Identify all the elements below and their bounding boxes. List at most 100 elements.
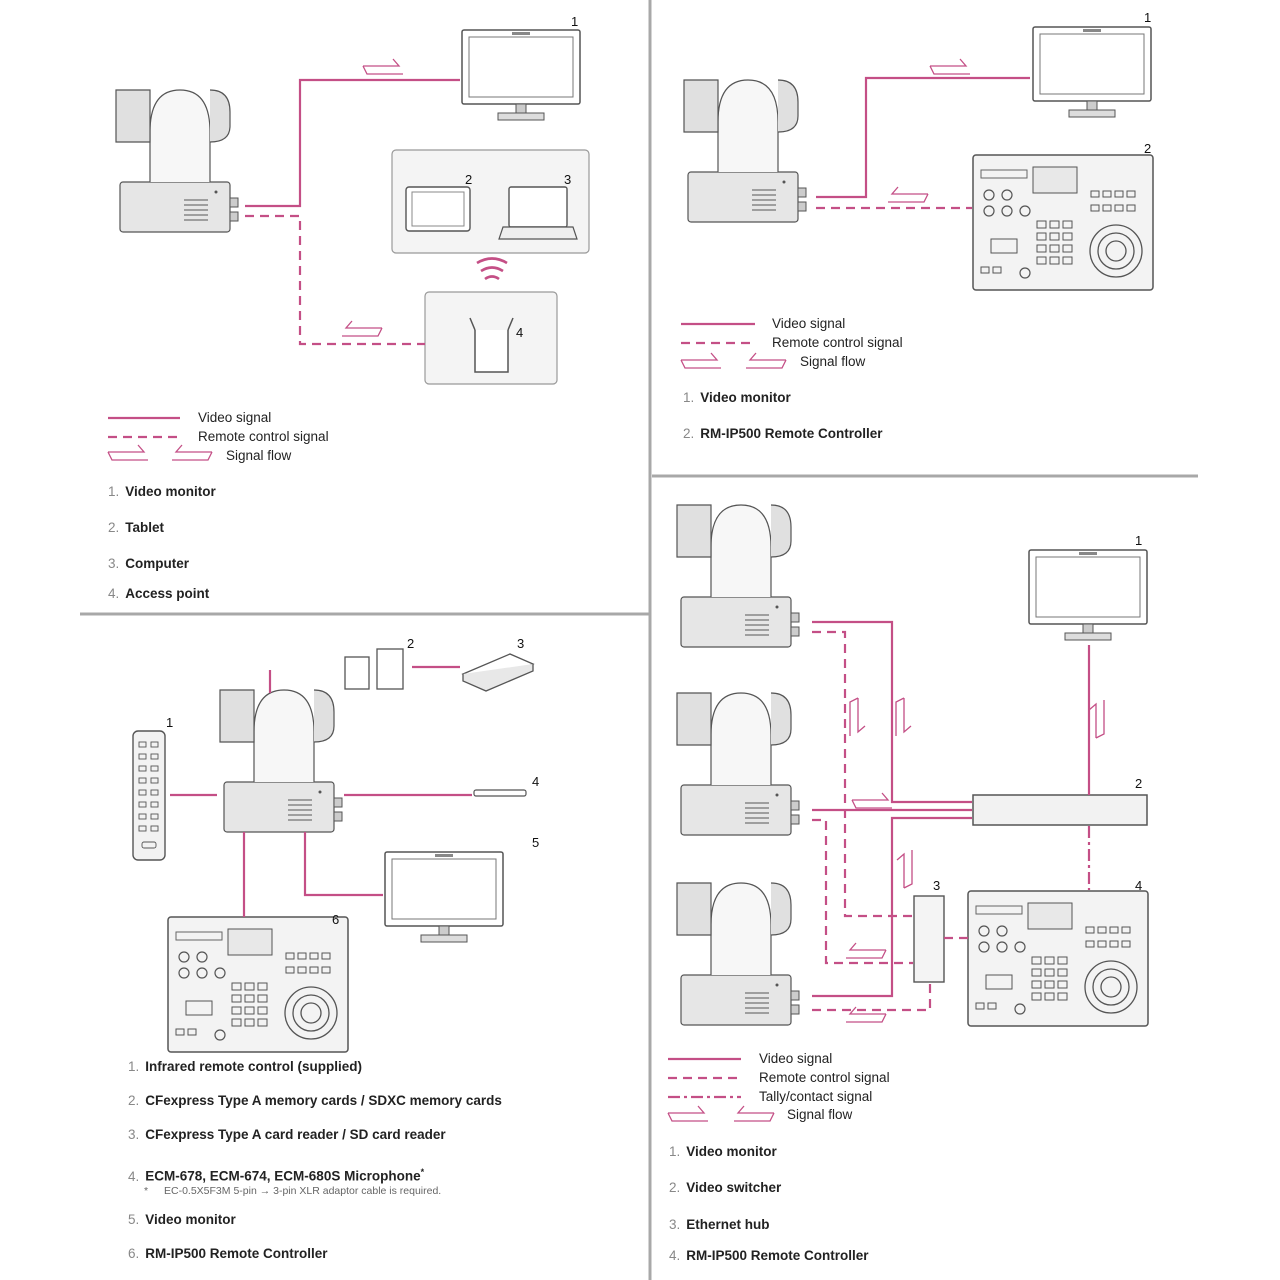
label-number: 3 [517, 636, 525, 651]
list-item: 5. Video monitor [128, 1212, 236, 1228]
panel-dividers [80, 0, 1198, 1280]
wireless-icon [476, 257, 508, 281]
item-text: Computer [125, 556, 190, 571]
item-text: Video monitor [686, 1144, 777, 1159]
label-number: 4 [532, 774, 540, 789]
legend-video: Video signal [198, 410, 272, 425]
computer-icon [498, 186, 578, 240]
item-number: 6. [128, 1246, 140, 1261]
item-number: 5. [128, 1212, 140, 1227]
remote-line [245, 214, 425, 346]
item-number: 2. [128, 1093, 140, 1108]
remote-controller [167, 916, 349, 1053]
footnote-mark: * [420, 1167, 425, 1177]
card-reader-icon [461, 653, 535, 692]
legend-tally: Tally/contact signal [759, 1089, 873, 1104]
list-item: 2. Tablet [108, 520, 164, 536]
item-number: 3. [108, 556, 120, 571]
tablet-icon [405, 186, 471, 232]
item-text: CFexpress Type A card reader / SD card r… [145, 1127, 446, 1142]
legend-video: Video signal [759, 1051, 833, 1066]
footnote-mark: * [144, 1185, 149, 1197]
item-text: Video monitor [125, 484, 216, 499]
legend-flow: Signal flow [800, 354, 866, 369]
list-item: 1. Video monitor [683, 390, 791, 406]
list-item: 6. RM-IP500 Remote Controller [128, 1246, 328, 1262]
ptz-camera-1 [676, 504, 800, 648]
legend-remote: Remote control signal [772, 335, 903, 350]
ptz-camera [683, 79, 807, 223]
item-text: RM-IP500 Remote Controller [145, 1246, 328, 1261]
legend-video: Video signal [772, 316, 846, 331]
video-switcher [972, 794, 1148, 826]
item-number: 1. [128, 1059, 140, 1074]
item-text: Video monitor [145, 1212, 236, 1227]
list-item: 2. Video switcher [669, 1180, 781, 1196]
remote-controller [967, 890, 1149, 1027]
legend-remote: Remote control signal [198, 429, 329, 444]
item-number: 4. [669, 1248, 681, 1263]
label-number: 1 [1144, 10, 1152, 25]
item-text: Video monitor [700, 390, 791, 405]
list-item: 4.ECM-678, ECM-674, ECM-680S Microphone* [128, 1164, 424, 1185]
item-number: 4. [108, 586, 120, 601]
item-text: Ethernet hub [686, 1217, 770, 1232]
label-number: 3 [933, 878, 941, 893]
label-number: 1 [571, 14, 579, 29]
label-number: 4 [516, 325, 524, 340]
item-number: 1. [108, 484, 120, 499]
label-number: 3 [564, 172, 572, 187]
list-item: 3. Ethernet hub [669, 1217, 770, 1233]
ptz-camera [115, 89, 239, 233]
panel-d-diagram [667, 504, 1149, 1122]
label-number: 6 [332, 912, 340, 927]
footnote-text: EC-0.5X5F3M 5-pin → 3-pin XLR adaptor ca… [164, 1185, 442, 1197]
label-number: 2 [407, 636, 415, 651]
item-text: RM-IP500 Remote Controller [700, 426, 883, 441]
item-number: 2. [108, 520, 120, 535]
label-number: 4 [1135, 878, 1143, 893]
label-number: 2 [465, 172, 473, 187]
video-monitor [1032, 26, 1152, 118]
item-text: Tablet [125, 520, 165, 535]
label-number: 2 [1144, 141, 1152, 156]
item-text: CFexpress Type A memory cards / SDXC mem… [145, 1093, 502, 1108]
item-number: 1. [669, 1144, 681, 1159]
panel-a-diagram [107, 29, 590, 461]
list-item: 3. Computer [108, 556, 189, 572]
ptz-camera-2 [676, 692, 800, 836]
legend-flow: Signal flow [787, 1107, 853, 1122]
video-line [245, 78, 460, 208]
ptz-camera [219, 689, 343, 833]
list-item: 2. CFexpress Type A memory cards / SDXC m… [128, 1093, 502, 1109]
label-number: 5 [532, 835, 540, 850]
item-number: 2. [669, 1180, 681, 1195]
video-monitor [1028, 549, 1148, 641]
item-number: 2. [683, 426, 695, 441]
list-item: 3. CFexpress Type A card reader / SD card… [128, 1127, 446, 1143]
list-item: 1. Video monitor [669, 1144, 777, 1160]
ptz-camera-3 [676, 882, 800, 1026]
label-number: 2 [1135, 776, 1143, 791]
legend-remote: Remote control signal [759, 1070, 890, 1085]
label-number: 1 [166, 715, 174, 730]
list-item: 4.Access point [108, 586, 209, 602]
item-text: RM-IP500 Remote Controller [686, 1248, 869, 1263]
item-number: 4. [128, 1168, 140, 1184]
list-item: 1. Video monitor [108, 484, 216, 500]
panel-b-diagram [680, 26, 1154, 369]
video-monitor [384, 851, 504, 943]
item-number: 3. [128, 1127, 140, 1142]
video-monitor [461, 29, 581, 121]
panel-c-diagram [132, 648, 535, 1053]
item-number: 1. [683, 390, 695, 405]
list-item: 2. RM-IP500 Remote Controller [683, 426, 883, 442]
access-point-icon [469, 317, 514, 373]
remote-controller [972, 154, 1154, 291]
list-item: 1. Infrared remote control (supplied) [128, 1059, 362, 1075]
memory-card-icon [344, 648, 404, 690]
item-number: 3. [669, 1217, 681, 1232]
item-text: Infrared remote control (supplied) [145, 1059, 363, 1074]
item-text: Video switcher [686, 1180, 782, 1195]
